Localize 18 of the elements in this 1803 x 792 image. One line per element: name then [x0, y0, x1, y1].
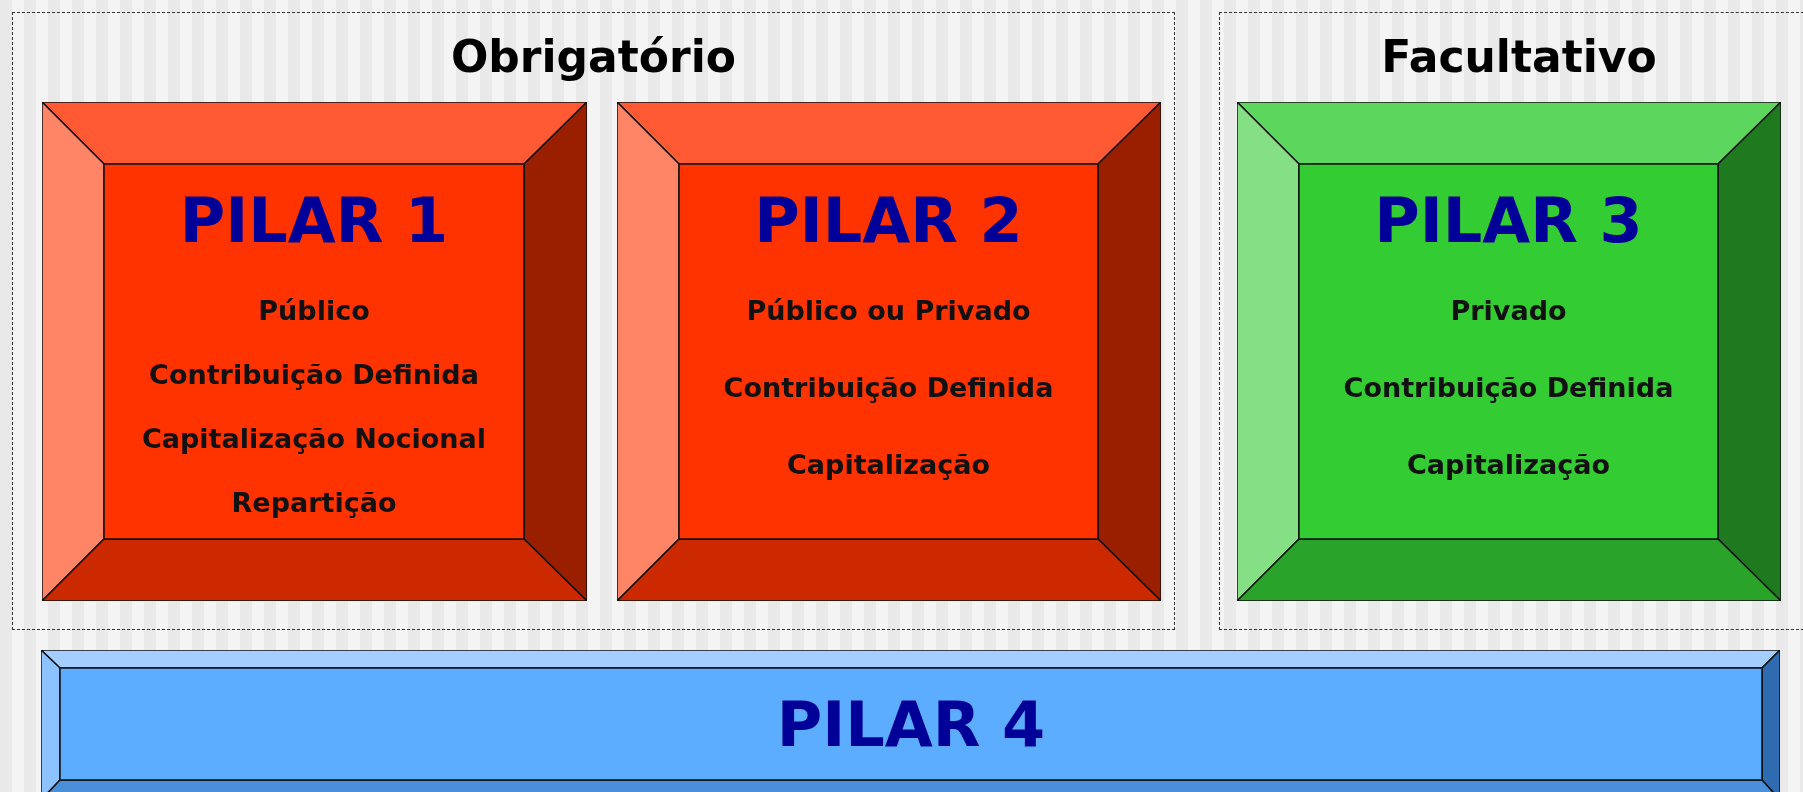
pillar-feature: Contribuição Definida	[148, 361, 480, 388]
pillar-feature: Capitalização	[786, 451, 991, 478]
pillar-feature: Repartição	[230, 489, 398, 516]
group-title: Obrigatório	[449, 35, 738, 79]
dashed-group-frame	[12, 12, 1175, 630]
pillar-feature: Privado	[1449, 297, 1568, 324]
pillar-title: PILAR 4	[775, 694, 1047, 756]
pillar-feature: Público	[257, 297, 371, 324]
pillar-feature: Capitalização	[1406, 451, 1611, 478]
pillar-feature: Contribuição Definida	[1342, 374, 1675, 401]
pillar-title: PILAR 2	[753, 190, 1024, 252]
dashed-group-frame	[1219, 12, 1803, 630]
pillar-title: PILAR 1	[178, 190, 450, 252]
pillar-feature: Público ou Privado	[745, 297, 1032, 324]
pillar-feature: Contribuição Definida	[722, 374, 1055, 401]
pillar-title: PILAR 3	[1373, 190, 1644, 252]
group-title: Facultativo	[1380, 35, 1658, 79]
pillar-feature: Capitalização Nocional	[141, 425, 487, 452]
